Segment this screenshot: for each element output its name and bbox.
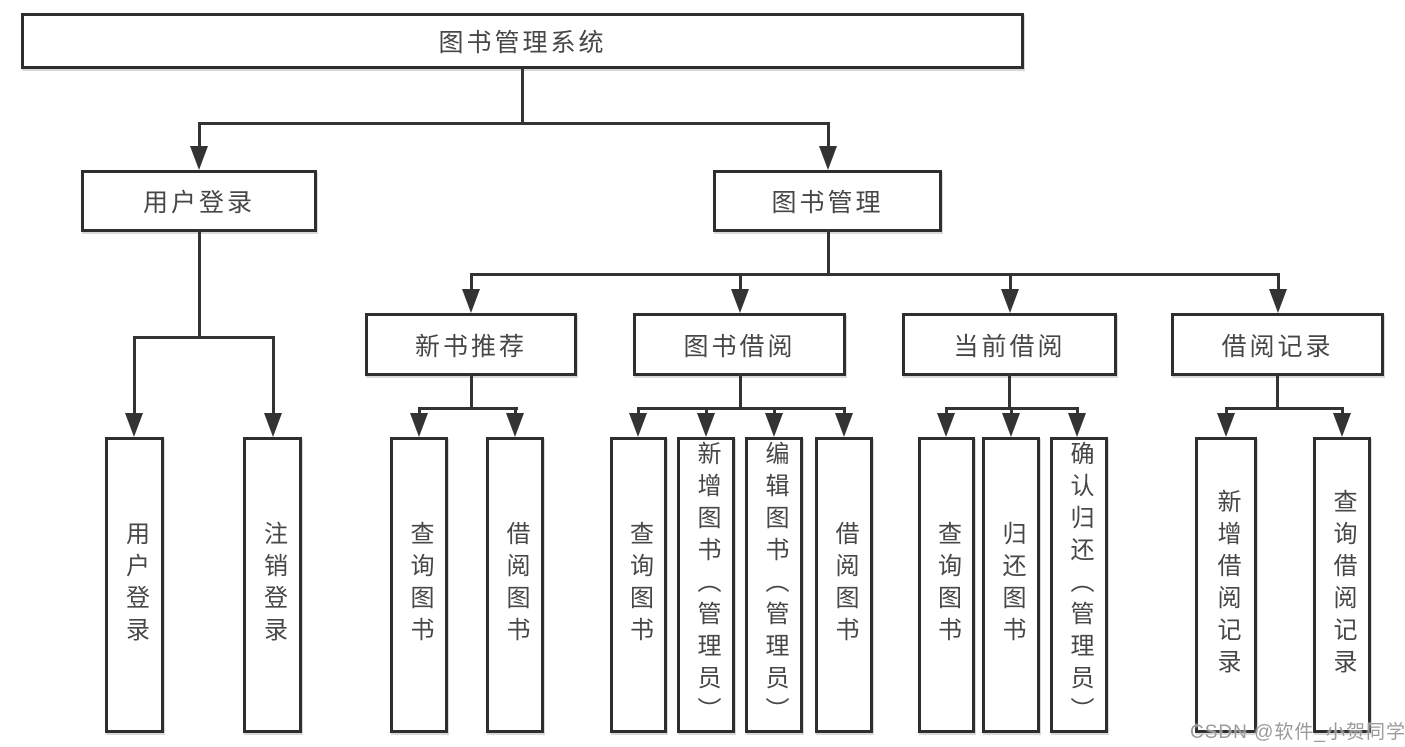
arrow-down-icon: [629, 413, 647, 437]
arrow-down-icon: [264, 413, 282, 437]
arrow-down-icon: [697, 413, 715, 437]
node-label: 图书管理: [771, 189, 884, 217]
node-label: 当前借阅: [953, 332, 1066, 361]
leaf-query-books-borrowing: 查询图书: [610, 437, 667, 733]
connector-line: [1225, 407, 1343, 410]
node-book-management: 图书管理: [713, 170, 942, 232]
connector-line: [739, 374, 742, 410]
arrow-down-icon: [190, 146, 208, 170]
connector-line: [521, 69, 524, 123]
arrow-down-icon: [1068, 413, 1086, 437]
leaf-label: 借阅图书: [502, 521, 529, 649]
leaf-add-book-admin: 新增图书（管理员）: [677, 437, 735, 733]
leaf-label: 查询图书: [406, 521, 433, 649]
leaf-label: 借阅图书: [831, 521, 858, 649]
leaf-label: 确认归还（管理员）: [1066, 441, 1093, 729]
leaf-label: 编辑图书（管理员）: [761, 441, 788, 729]
connector-line: [272, 336, 275, 417]
connector-line: [637, 407, 845, 410]
node-label: 用户登录: [142, 189, 255, 217]
connector-line: [198, 122, 830, 125]
connector-line: [470, 374, 473, 410]
leaf-borrow-books-recommend: 借阅图书: [486, 437, 544, 733]
arrow-down-icon: [765, 413, 783, 437]
node-borrowing-records: 借阅记录: [1171, 313, 1384, 376]
leaf-logout: 注销登录: [243, 437, 302, 733]
arrow-down-icon: [1269, 289, 1287, 313]
node-library-management-system: 图书管理系统: [21, 13, 1024, 69]
connector-line: [470, 273, 473, 293]
leaf-label: 新增借阅记录: [1213, 489, 1240, 681]
leaf-label: 注销登录: [259, 521, 287, 649]
arrow-down-icon: [731, 289, 749, 313]
arrow-down-icon: [462, 289, 480, 313]
arrow-down-icon: [1217, 413, 1235, 437]
leaf-label: 用户登录: [121, 521, 149, 649]
arrow-down-icon: [835, 413, 853, 437]
connector-line: [827, 122, 830, 150]
csdn-watermark: CSDN @软件_小贺同学: [1190, 722, 1405, 743]
connector-line: [198, 122, 201, 150]
leaf-label: 新增图书（管理员）: [693, 441, 720, 729]
arrow-down-icon: [506, 413, 524, 437]
connector-line: [470, 273, 1280, 276]
connector-line: [1009, 273, 1012, 293]
node-label: 图书管理系统: [438, 29, 607, 57]
connector-line: [1276, 374, 1279, 410]
node-user-login: 用户登录: [81, 170, 317, 232]
node-label: 借阅记录: [1221, 332, 1334, 361]
arrow-down-icon: [937, 413, 955, 437]
arrow-down-icon: [410, 413, 428, 437]
leaf-query-books-recommend: 查询图书: [390, 437, 448, 733]
connector-line: [739, 273, 742, 293]
connector-line: [133, 336, 275, 339]
node-label: 图书借阅: [683, 332, 796, 361]
leaf-query-books-current: 查询图书: [918, 437, 975, 733]
leaf-query-borrow-record: 查询借阅记录: [1313, 437, 1371, 733]
node-label: 新书推荐: [414, 332, 527, 361]
arrow-down-icon: [1002, 413, 1020, 437]
arrow-down-icon: [1001, 289, 1019, 313]
connector-line: [827, 230, 830, 275]
leaf-add-borrow-record: 新增借阅记录: [1195, 437, 1257, 733]
leaf-edit-book-admin: 编辑图书（管理员）: [745, 437, 803, 733]
connector-line: [198, 230, 201, 338]
leaf-label: 查询借阅记录: [1329, 489, 1356, 681]
arrow-down-icon: [819, 146, 837, 170]
leaf-label: 查询图书: [933, 521, 961, 649]
connector-line: [133, 336, 136, 417]
connector-line: [418, 407, 518, 410]
leaf-return-book: 归还图书: [982, 437, 1040, 733]
node-new-book-recommendation: 新书推荐: [365, 313, 577, 376]
node-current-borrowing: 当前借阅: [902, 313, 1117, 376]
leaf-borrow-books-borrowing: 借阅图书: [815, 437, 873, 733]
connector-line: [1008, 374, 1011, 410]
leaf-label: 归还图书: [998, 521, 1025, 649]
leaf-user-login: 用户登录: [105, 437, 164, 733]
arrow-down-icon: [1333, 413, 1351, 437]
leaf-label: 查询图书: [625, 521, 653, 649]
connector-line: [1277, 273, 1280, 293]
leaf-confirm-return-admin: 确认归还（管理员）: [1050, 437, 1108, 733]
node-book-borrowing: 图书借阅: [633, 313, 846, 376]
arrow-down-icon: [125, 413, 143, 437]
